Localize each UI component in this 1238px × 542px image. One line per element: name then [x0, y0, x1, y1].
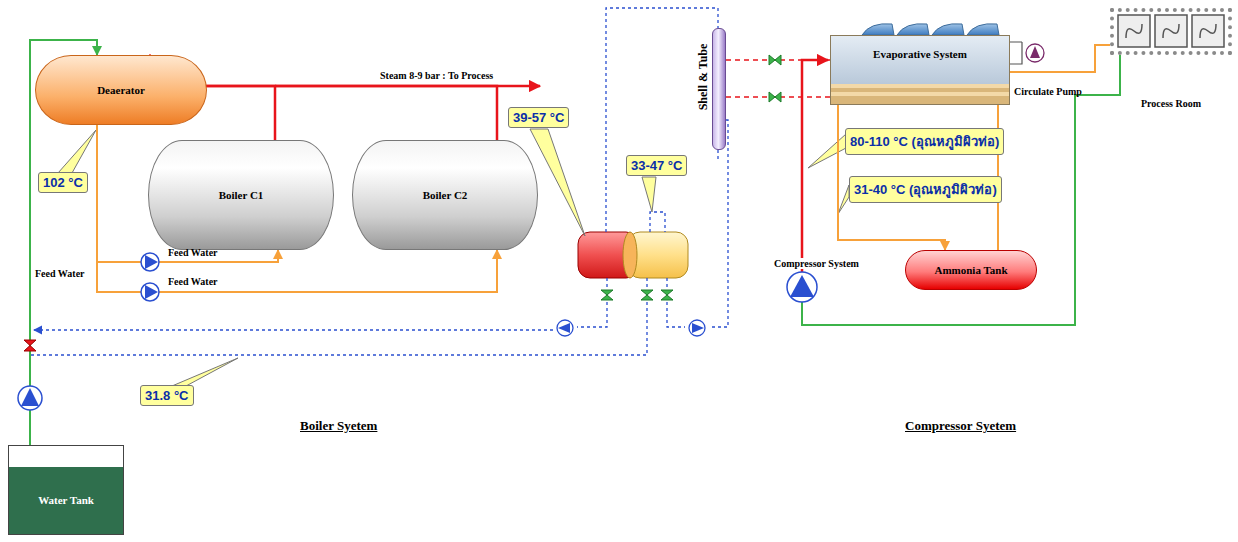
- evaporative-fans: [862, 24, 999, 35]
- node-text: 31.8 °C: [145, 388, 189, 403]
- equipment-label: Compressor System: [772, 258, 861, 269]
- water-tank: Water Tank: [8, 445, 124, 535]
- heat-exchanger: [578, 232, 688, 278]
- node-text: Boiler C1: [219, 189, 264, 201]
- temperature-callout: 102 °C: [38, 172, 88, 193]
- pump-label: Circulate Pump: [1014, 86, 1082, 97]
- temperature-callout: 80-110 °C (อุณหภูมิผิวท่อ): [845, 128, 1004, 155]
- node-text: Boiler C2: [423, 189, 468, 201]
- temperature-callout: 31.8 °C: [140, 385, 194, 406]
- steam-label: Steam 8-9 bar : To Process: [380, 70, 493, 81]
- compressor-symbol: [787, 272, 817, 302]
- section-heading: Boiler Syetem: [300, 418, 377, 434]
- room-fans: [1118, 15, 1224, 47]
- temperature-callout: 39-57 °C: [508, 107, 569, 128]
- flow-label: Feed Water: [168, 276, 218, 287]
- boiler-drum: Boiler C2: [352, 140, 538, 250]
- node-text: 80-110 °C (อุณหภูมิผิวท่อ): [850, 131, 999, 152]
- temperature-callout: 31-40 °C (อุณหภูมิผิวท่อ): [849, 176, 1002, 203]
- node-text: 31-40 °C (อุณหภูมิผิวท่อ): [854, 179, 997, 200]
- process-room: Process Room: [1110, 8, 1232, 55]
- callout-pointer: [58, 129, 849, 386]
- boiler-drum: Boiler C1: [148, 140, 334, 250]
- node-text: 102 °C: [43, 175, 83, 190]
- shell-tube-exchanger: Shell & Tube: [712, 28, 726, 150]
- node-text: 39-57 °C: [513, 110, 564, 125]
- node-text: Shell & Tube: [696, 44, 711, 111]
- node-text: Process Room: [1141, 98, 1201, 109]
- valve-symbol: [24, 55, 781, 351]
- node-text: Ammonia Tank: [934, 264, 1007, 276]
- flow-label: Feed Water: [35, 268, 85, 279]
- node-text: 33-47 °C: [631, 158, 682, 173]
- deaerator-vessel: Deaerator: [35, 55, 207, 125]
- discharge-line: [802, 60, 828, 272]
- flow-label: Feed Water: [168, 247, 218, 258]
- section-heading: Compressor Syetem: [905, 418, 1016, 434]
- pipe-connector: [998, 45, 1110, 250]
- ammonia-tank: Ammonia Tank: [905, 250, 1037, 290]
- circulate-loop: [1010, 42, 1022, 64]
- node-text: Evaporative System: [873, 48, 967, 60]
- evaporative-condenser: Evaporative System: [830, 35, 1010, 105]
- node-text: Deaerator: [97, 84, 145, 96]
- water-loop: [30, 8, 728, 355]
- node-text: Water Tank: [38, 494, 94, 506]
- temperature-callout: 33-47 °C: [626, 155, 687, 176]
